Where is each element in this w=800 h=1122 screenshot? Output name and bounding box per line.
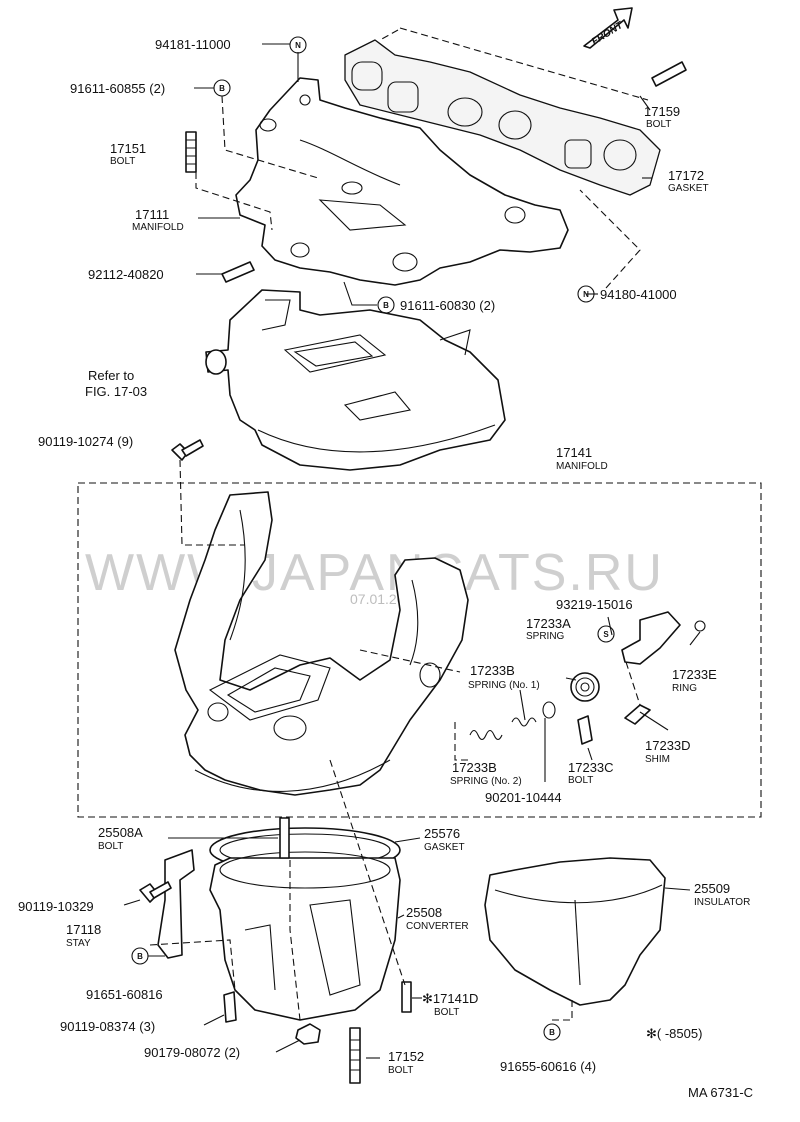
svg-text:N: N [295,41,301,50]
converter-25508 [209,851,401,1021]
ring-17233E [694,620,706,632]
bolt-90119-10274 [171,439,204,461]
svg-text:B: B [219,84,225,93]
label-17118: 17118 [66,922,101,937]
label-90201: 90201-10444 [485,790,562,805]
watermark-text: WWW.JAPANCATS.RU [85,544,664,602]
label-17233A-sub: SPRING [526,631,565,642]
assembly-boundary [77,482,762,818]
label-17172-sub: GASKET [668,183,709,194]
label-25509-sub: INSULATOR [694,897,750,908]
spring-17233A-coil [570,672,600,702]
intake-manifold-17111 [235,77,569,286]
label-17141D-sub: BOLT [434,1007,459,1018]
stud-bolt-17152 [349,1027,361,1084]
label-94180: 94180-41000 [600,287,677,302]
label-17233B2-sub: SPRING (No. 2) [450,776,522,787]
label-17233B1: 17233B [470,663,515,678]
label-90119b: 90119-10329 [18,899,94,914]
svg-text:B: B [137,952,143,961]
label-25576-sub: GASKET [424,842,465,853]
label-17233E: 17233E [672,667,717,682]
label-90119c: 90119-08374 (3) [60,1019,155,1034]
label-17233D-sub: SHIM [645,754,670,765]
label-17233E-sub: RING [672,683,697,694]
svg-text:B: B [549,1028,555,1037]
stud-bolt-17159 [651,61,687,87]
refer-line2: FIG. 17-03 [85,384,147,399]
label-91651: 91651-60816 [86,987,163,1002]
stud-bolt-17141D [401,981,412,1013]
exhaust-manifold-17141 [174,491,469,796]
label-17152: 17152 [388,1049,424,1064]
label-17159-sub: BOLT [646,119,671,130]
label-17159: 17159 [644,104,680,119]
valve-arm-part [621,611,681,665]
svg-text:S: S [603,630,609,639]
symbol-b-91651: B [131,947,149,965]
stud-bolt-92112 [221,261,255,283]
label-91655: 91655-60616 (4) [500,1059,596,1074]
gasket-17172 [344,39,661,196]
label-17141D: ✻17141D [422,991,478,1006]
symbol-s-93219: S [597,625,615,643]
front-arrow-label: FRONT [590,20,626,48]
label-25509: 25509 [694,881,730,896]
symbol-b-91611a: B [213,79,231,97]
refer-line1: Refer to [88,368,134,383]
bolt-90119-08374 [223,991,237,1023]
figure-code: MA 6731-C [688,1085,753,1100]
label-25508-sub: CONVERTER [406,921,469,932]
label-25508A-sub: BOLT [98,841,123,852]
label-17172: 17172 [668,168,704,183]
label-17233B2: 17233B [452,760,497,775]
label-17118-sub: STAY [66,938,91,949]
label-92112: 92112-40820 [88,267,164,282]
label-25508: 25508 [406,905,442,920]
symbol-b-91611b: B [377,296,395,314]
manifold-heat-shield [205,289,506,471]
stay-17118 [157,849,195,959]
note-applicability: ✻( -8505) [646,1026,702,1041]
label-17141: 17141 [556,445,592,460]
label-17233C-sub: BOLT [568,775,593,786]
label-17233A: 17233A [526,616,571,631]
insulator-25509 [484,857,666,1006]
label-17233D: 17233D [645,738,691,753]
svg-text:N: N [583,290,589,299]
shim-17233D [624,704,651,725]
label-91611a: 91611-60855 (2) [70,81,165,96]
label-93219: 93219-15016 [556,597,633,612]
label-25576: 25576 [424,826,460,841]
label-17233B1-sub: SPRING (No. 1) [468,680,540,691]
label-90179: 90179-08072 (2) [144,1045,240,1060]
symbol-b-91655: B [543,1023,561,1041]
label-90119a: 90119-10274 (9) [38,434,133,449]
bolt-17233C [577,715,593,745]
label-17233C: 17233C [568,760,614,775]
stud-bolt-25508A [279,817,290,859]
label-25508A: 25508A [98,825,143,840]
spring-17233B-no1 [511,717,537,727]
label-17111-sub: MANIFOLD [132,222,184,233]
label-17152-sub: BOLT [388,1065,413,1076]
leader-lines [123,27,701,1059]
spring-17233B-no2 [469,729,503,741]
front-arrow-icon: FRONT [583,7,633,49]
symbol-n-94180: N [577,285,595,303]
svg-text:B: B [383,301,389,310]
label-17151: 17151 [110,141,146,156]
bolt-90119-10329 [139,881,172,903]
washer-90201 [542,701,556,719]
label-17151-sub: BOLT [110,156,135,167]
label-17141-sub: MANIFOLD [556,461,608,472]
label-94181: 94181-11000 [155,37,231,52]
symbol-n-94181: N [289,36,307,54]
label-17111: 17111 [135,207,169,222]
label-91611b: 91611-60830 (2) [400,298,495,313]
nut-90179 [295,1023,321,1045]
stud-bolt-17151 [185,131,197,173]
